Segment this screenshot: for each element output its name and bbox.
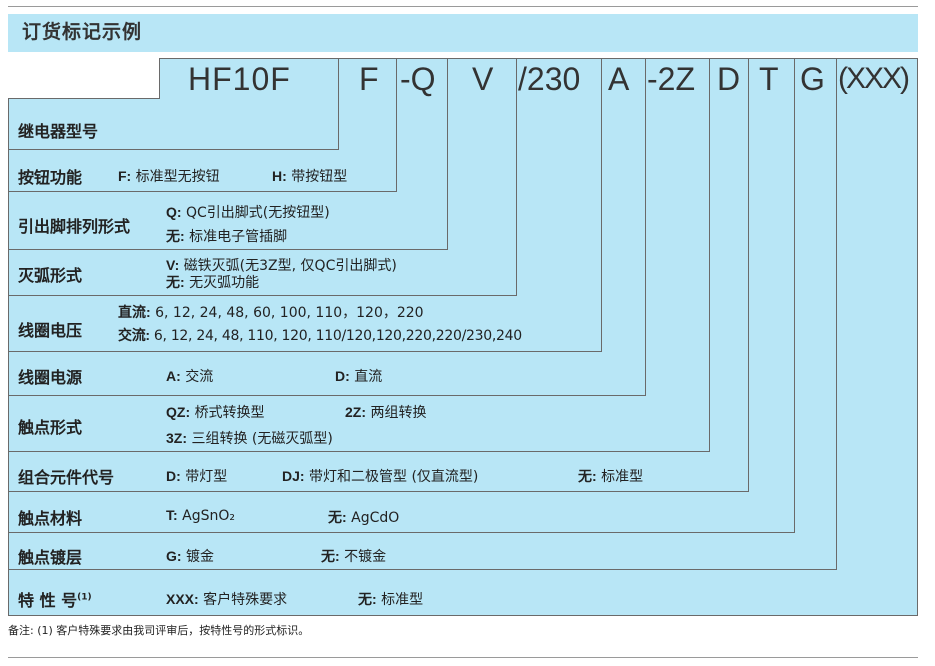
contact-form-3z: 3Z: 三组转换 (无磁灭弧型): [166, 430, 333, 447]
label-button: 按钮功能: [18, 168, 83, 187]
code-model: HF10F: [188, 61, 291, 97]
arc-option-none: 无: 无灭弧功能: [166, 274, 260, 291]
material-option-t: T: AgSnO₂: [166, 507, 235, 524]
code-component: D: [717, 61, 741, 97]
label-special: 特 性 号(1): [18, 591, 92, 610]
component-option-none: 无: 标准型: [578, 468, 644, 485]
code-power: A: [608, 61, 630, 97]
label-voltage: 线圈电压: [18, 321, 83, 340]
contact-form-2z: 2Z: 两组转换: [345, 404, 427, 421]
plating-option-g: G: 镀金: [166, 548, 215, 565]
label-contact-form: 触点形式: [18, 418, 83, 437]
label-plating: 触点镀层: [18, 548, 83, 567]
code-material: T: [759, 61, 779, 97]
label-arc: 灭弧形式: [18, 266, 83, 285]
code-contact-form: -2Z: [647, 61, 695, 97]
power-option-a: A: 交流: [166, 368, 214, 385]
component-option-dj: DJ: 带灯和二极管型 (仅直流型): [282, 468, 479, 485]
model-notch: [8, 58, 160, 99]
voltage-dc: 直流: 6, 12, 24, 48, 60, 100, 110，120，220: [118, 304, 424, 321]
special-option-xxx: XXX: 客户特殊要求: [166, 591, 288, 608]
material-option-none: 无: AgCdO: [328, 509, 400, 526]
contact-form-qz: QZ: 桥式转换型: [166, 404, 265, 421]
button-option-h: H: 带按钮型: [272, 168, 348, 185]
code-special: (XXX): [838, 62, 910, 95]
bottom-rule: [8, 657, 918, 658]
label-model: 继电器型号: [18, 122, 99, 141]
power-option-d: D: 直流: [335, 368, 383, 385]
code-pin: -Q: [400, 61, 436, 97]
arc-option-v: V: 磁铁灭弧(无3Z型, 仅QC引出脚式): [166, 257, 397, 274]
label-pin: 引出脚排列形式: [18, 217, 131, 236]
component-option-d: D: 带灯型: [166, 468, 228, 485]
title-bar: [8, 14, 918, 52]
pin-option-none: 无: 标准电子管插脚: [166, 228, 288, 245]
special-option-none: 无: 标准型: [358, 591, 424, 608]
section-title: 订货标记示例: [22, 21, 143, 43]
pin-option-q: Q: QC引出脚式(无按钮型): [166, 204, 330, 221]
voltage-ac: 交流: 6, 12, 24, 48, 110, 120, 110/120,120…: [118, 327, 522, 344]
label-power: 线圈电源: [18, 368, 83, 387]
button-option-f: F: 标准型无按钮: [118, 168, 220, 185]
footnote-marker: (1): [77, 592, 92, 603]
label-material: 触点材料: [18, 509, 83, 528]
label-component: 组合元件代号: [18, 468, 115, 487]
code-arc: V: [472, 61, 494, 97]
plating-option-none: 无: 不镀金: [321, 548, 387, 565]
code-plating: G: [800, 61, 825, 97]
footnote: 备注: (1) 客户特殊要求由我司评审后，按特性号的形式标识。: [8, 624, 310, 637]
code-button: F: [359, 61, 379, 97]
code-voltage: /230: [518, 61, 581, 97]
top-rule: [8, 6, 918, 7]
